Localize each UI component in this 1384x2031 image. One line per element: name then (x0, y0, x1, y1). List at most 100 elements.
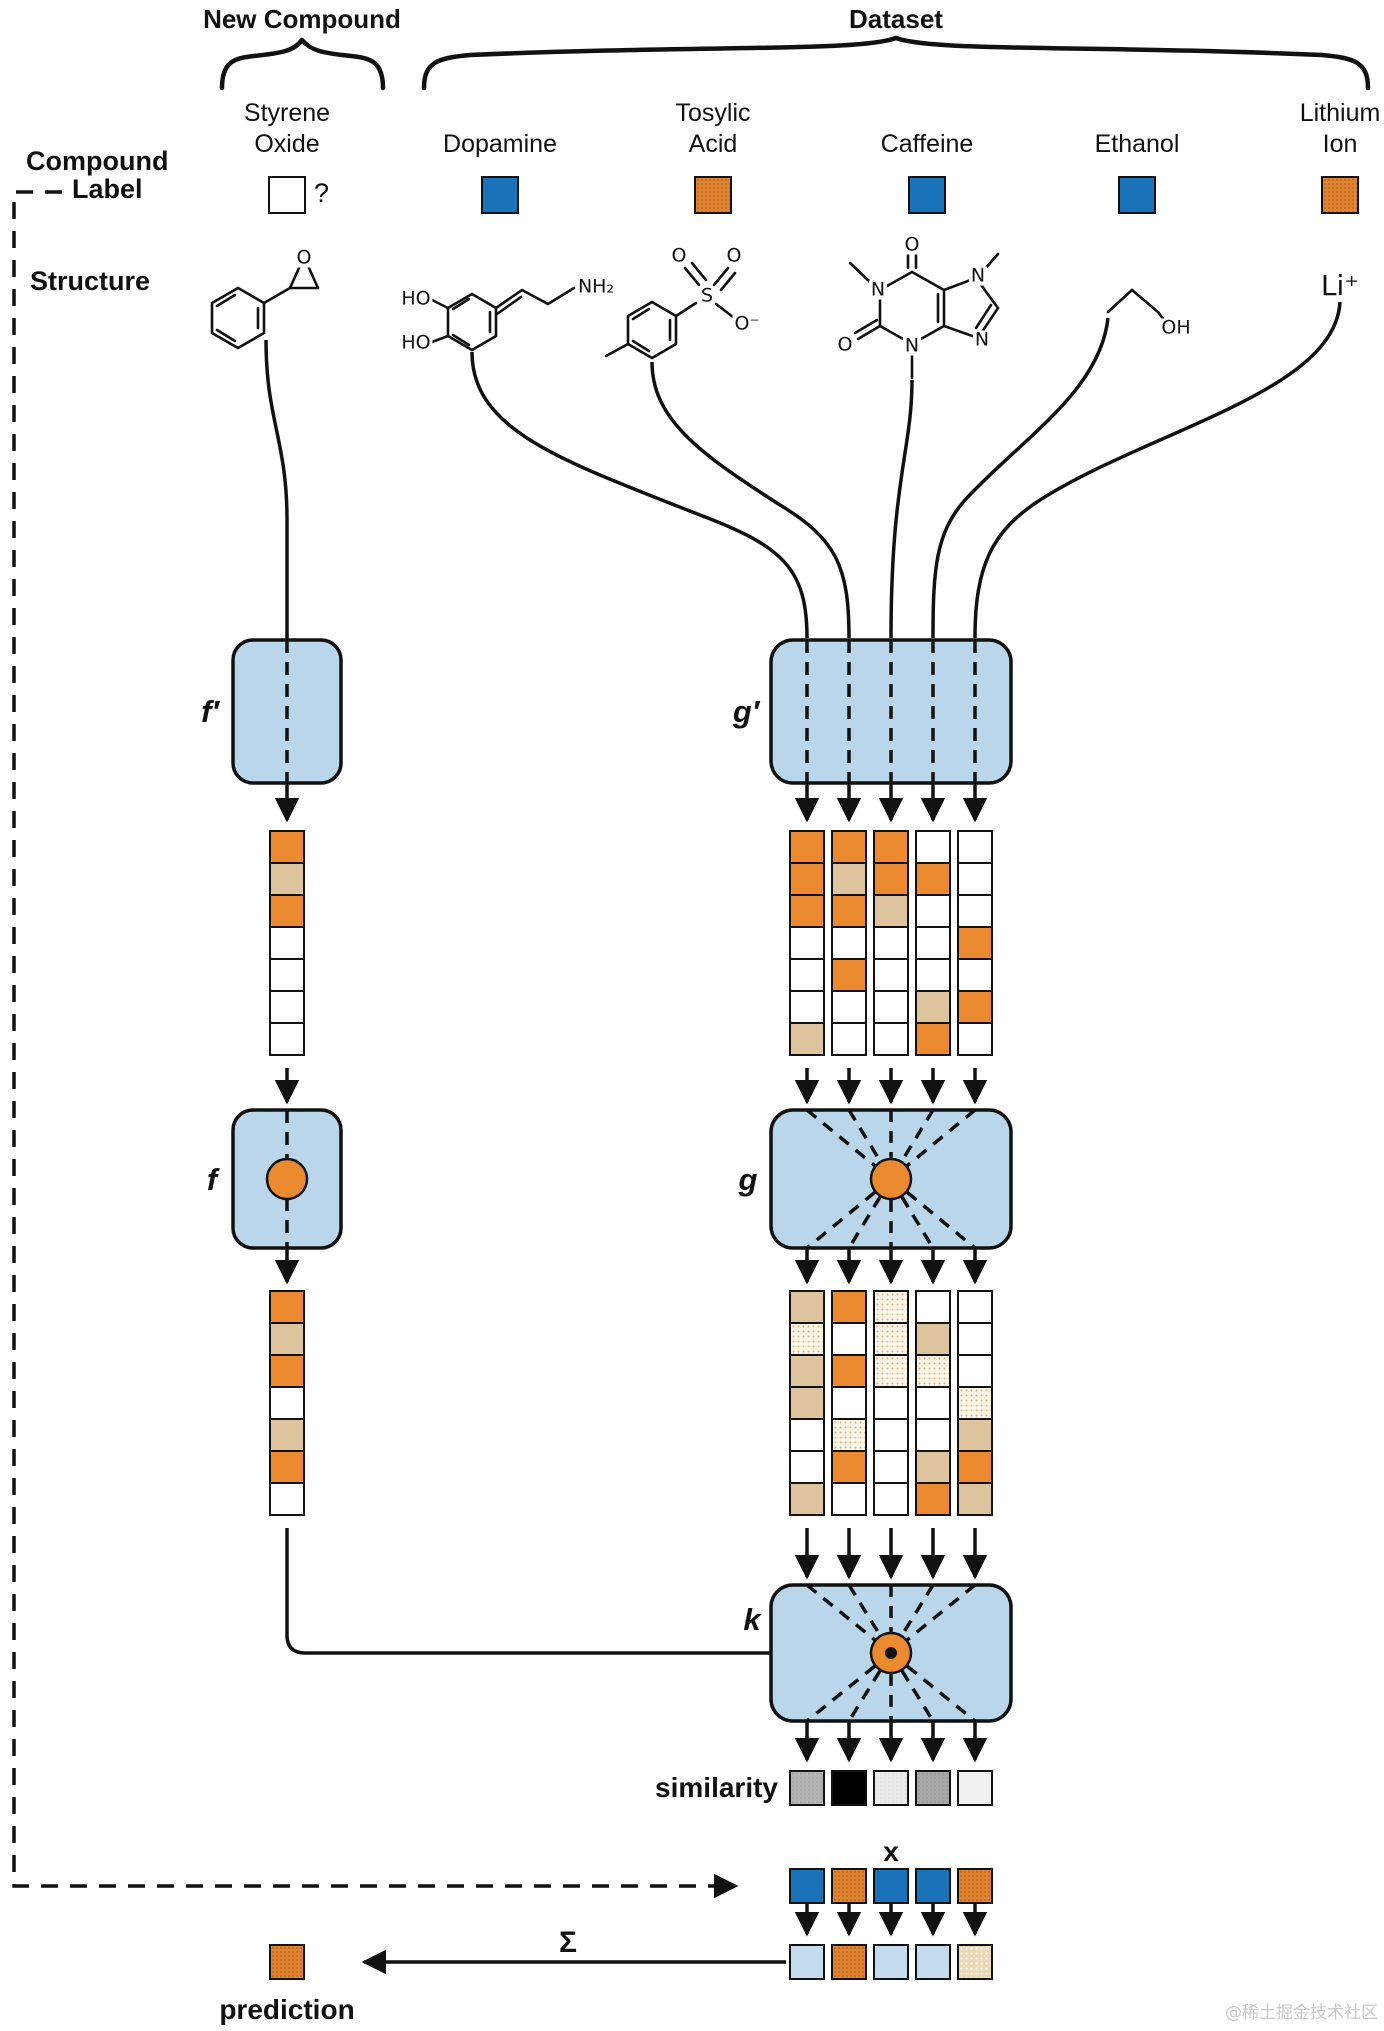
dataset-brace (421, 35, 1371, 91)
fingerprint-dataset-2-col2 (831, 1290, 867, 1516)
vector-cell-tan (789, 1386, 825, 1420)
vector-cell-orange (957, 990, 993, 1024)
vector-cell-white (873, 958, 909, 992)
vector-cell-white (915, 1290, 951, 1324)
f-prime-box (231, 638, 343, 785)
label-dashed-path (12, 190, 739, 1899)
label-square-tosylic (694, 176, 732, 214)
vector-cell-tan (831, 862, 867, 896)
vector-cell-orange-dot (831, 1868, 867, 1904)
vector-cell-white (957, 894, 993, 928)
vector-cell-tan (915, 1450, 951, 1484)
vector-cell-orange (957, 1450, 993, 1484)
vector-cell-white (873, 990, 909, 1024)
compound-name-ethanol: Ethanol (1094, 130, 1180, 158)
vector-cell-white (831, 926, 867, 960)
vector-cell-white (873, 1482, 909, 1516)
fingerprint-dataset-1-col3 (873, 830, 909, 1056)
dataset-group-title: Dataset (849, 4, 943, 34)
vector-cell-orange (269, 1290, 305, 1324)
vector-cell-light-blue (873, 1944, 909, 1980)
k-box (769, 1583, 1013, 1723)
vector-cell-orange (915, 1022, 951, 1056)
vector-cell-white (269, 1482, 305, 1516)
fingerprint-new-compound-1 (269, 830, 305, 1056)
vector-cell-orange (269, 894, 305, 928)
molecule-tosylic-acid (604, 261, 737, 360)
fp2-to-k-arrows (794, 1528, 988, 1580)
vector-cell-tan (873, 894, 909, 928)
vector-cell-white (269, 990, 305, 1024)
vector-cell-light (957, 1386, 993, 1420)
vector-cell-white (915, 926, 951, 960)
vector-cell-blue (915, 1868, 951, 1904)
vector-cell-orange (831, 1290, 867, 1324)
compound-name-dopamine: Dopamine (443, 130, 557, 158)
vector-cell-orange (873, 862, 909, 896)
row-label-structure: Structure (30, 266, 151, 296)
vector-cell-white (269, 1022, 305, 1056)
label-to-result-arrows (794, 1904, 988, 1937)
tosylic-o2-label: O (724, 244, 744, 267)
vector-cell-white (831, 1022, 867, 1056)
vector-cell-white (957, 1322, 993, 1356)
vector-cell-tan (269, 1322, 305, 1356)
vector-cell-tan (789, 1482, 825, 1516)
encoder-output-arrows (274, 783, 988, 823)
vector-cell-tan (915, 990, 951, 1024)
tosylic-o1-label: O (669, 244, 689, 267)
compound-name-styrene-2: Oxide (254, 130, 320, 158)
prediction-label: prediction (219, 1994, 355, 2025)
new-compound-group-title: New Compound (203, 4, 401, 34)
row-label-compound: Compound (26, 146, 169, 176)
sigma-label: Σ (558, 1926, 578, 1959)
vector-cell-gray-mid2 (915, 1770, 951, 1806)
lithium-ion-label: Li⁺ (1318, 269, 1362, 302)
vector-cell-orange (831, 1450, 867, 1484)
compound-name-caffeine: Caffeine (880, 130, 974, 158)
vector-cell-orange (789, 862, 825, 896)
fingerprint-new-compound-2 (269, 1290, 305, 1516)
vector-cell-tan-dot (957, 1944, 993, 1980)
vector-cell-white (789, 990, 825, 1024)
fingerprint-dataset-2-col4 (915, 1290, 951, 1516)
vector-cell-light (831, 1418, 867, 1452)
vector-cell-white (789, 1418, 825, 1452)
vector-cell-orange (789, 894, 825, 928)
caffeine-n3-label: N (902, 334, 922, 357)
vector-cell-white (915, 1386, 951, 1420)
vector-cell-orange (831, 1354, 867, 1388)
f-box (231, 1108, 343, 1250)
vector-cell-white (269, 926, 305, 960)
f-label: f (206, 1162, 218, 1197)
vector-cell-blue (789, 1868, 825, 1904)
caffeine-o1-label: O (902, 233, 922, 256)
dopamine-ho1-label: HO (399, 287, 433, 310)
new-compound-brace (219, 37, 386, 91)
caffeine-o2-label: O (835, 333, 855, 356)
vector-cell-orange (957, 926, 993, 960)
g-prime-box (769, 638, 1013, 785)
g-label: g (738, 1162, 758, 1197)
vector-cell-gray-faint (873, 1770, 909, 1806)
vector-cell-white (831, 990, 867, 1024)
molecule-dopamine (430, 286, 576, 352)
vector-cell-white (873, 1022, 909, 1056)
label-square-lithium (1321, 176, 1359, 214)
caffeine-n1-label: N (868, 278, 888, 301)
k-dot-product-dot (885, 1647, 897, 1659)
vector-cell-tan (915, 1322, 951, 1356)
vector-cell-white (269, 958, 305, 992)
vector-cell-white (831, 1482, 867, 1516)
vector-cell-orange-dot (957, 1868, 993, 1904)
vector-cell-white (957, 862, 993, 896)
compound-name-lithium-2: Ion (1322, 130, 1358, 158)
vector-cell-tan (789, 1354, 825, 1388)
tosylic-s-label: S (698, 284, 716, 307)
ethanol-oh-label: OH (1159, 316, 1193, 339)
vector-cell-white (789, 926, 825, 960)
multiply-x-label: x (883, 1836, 899, 1867)
vector-cell-light (789, 1322, 825, 1356)
k-label: k (743, 1602, 761, 1637)
watermark: @稀土掘金技术社区 (1225, 2003, 1378, 2023)
